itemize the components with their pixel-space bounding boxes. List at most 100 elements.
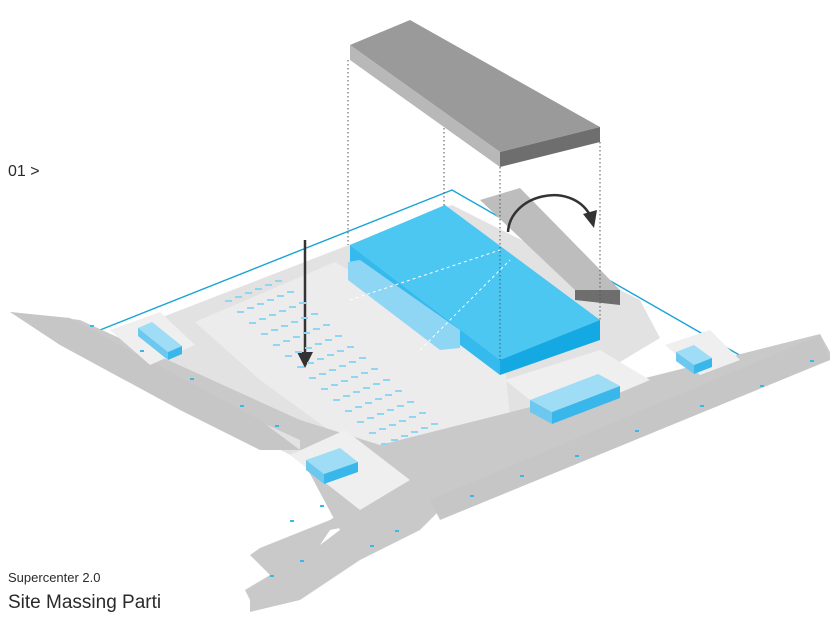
parking-stall [341,380,348,382]
caption-subtitle: Supercenter 2.0 [8,570,101,585]
parking-stall [311,313,318,315]
parking-stall [323,324,330,326]
parking-stall [329,369,336,371]
road-car [290,520,294,522]
parking-stall [281,325,288,327]
parking-stall [245,292,252,294]
parking-stall [349,361,356,363]
parking-stall [363,387,370,389]
parking-stall [339,365,346,367]
parking-stall [309,377,316,379]
road-car [275,425,279,427]
parking-stall [297,366,304,368]
parking-stall [331,384,338,386]
road-car [810,360,814,362]
road-car [140,350,144,352]
parking-stall [321,388,328,390]
road-car [470,495,474,497]
parking-stall [275,280,282,282]
parking-stall [375,398,382,400]
parking-stall [343,395,350,397]
parking-stall [301,317,308,319]
parking-stall [373,383,380,385]
parking-stall [293,336,300,338]
parking-stall [319,373,326,375]
road-car [90,325,94,327]
parking-stall [305,347,312,349]
parking-stall [333,399,340,401]
parking-stall [235,296,242,298]
parking-stall [385,394,392,396]
parking-stall [225,300,232,302]
parking-stall [381,443,388,445]
parking-stall [257,303,264,305]
parking-stall [371,368,378,370]
road-car [520,475,524,477]
parking-stall [291,321,298,323]
parking-stall [271,329,278,331]
parking-stall [313,328,320,330]
road-car [700,405,704,407]
road-car [395,530,399,532]
parking-stall [261,333,268,335]
parking-stall [335,335,342,337]
parking-stall [359,357,366,359]
road-car [270,575,274,577]
caption-title: Site Massing Parti [8,592,161,614]
parking-stall [357,421,364,423]
parking-stall [249,322,256,324]
road-car [300,560,304,562]
parking-stall [283,340,290,342]
roof-block [350,20,600,167]
parking-stall [265,284,272,286]
parking-stall [303,332,310,334]
parking-stall [401,435,408,437]
parking-stall [361,372,368,374]
parking-stall [269,314,276,316]
parking-stall [395,390,402,392]
parking-stall [255,288,262,290]
parking-stall [299,302,306,304]
parking-stall [409,416,416,418]
parking-stall [315,343,322,345]
road-car [575,455,579,457]
parking-stall [347,346,354,348]
parking-stall [421,427,428,429]
parking-stall [355,406,362,408]
parking-stall [399,420,406,422]
parking-stall [365,402,372,404]
parking-stall [389,424,396,426]
parking-stall [327,354,334,356]
parking-stall [391,439,398,441]
parking-stall [407,401,414,403]
parking-stall [273,344,280,346]
parking-stall [411,431,418,433]
parking-stall [285,355,292,357]
road-car [635,430,639,432]
parking-stall [247,307,254,309]
parking-stall [259,318,266,320]
parking-stall [419,412,426,414]
road-car [320,505,324,507]
parking-stall [377,413,384,415]
parking-stall [379,428,386,430]
road-car [240,405,244,407]
parking-stall [345,410,352,412]
parking-stall [287,291,294,293]
parking-stall [369,432,376,434]
parking-stall [267,299,274,301]
parking-stall [325,339,332,341]
parking-stall [367,417,374,419]
parking-stall [431,423,438,425]
parking-stall [279,310,286,312]
parking-stall [237,311,244,313]
parking-stall [387,409,394,411]
parking-stall [353,391,360,393]
parking-stall [289,306,296,308]
step-label: 01 > [8,163,40,181]
parking-stall [351,376,358,378]
road-car [370,545,374,547]
parking-stall [317,358,324,360]
parking-stall [295,351,302,353]
